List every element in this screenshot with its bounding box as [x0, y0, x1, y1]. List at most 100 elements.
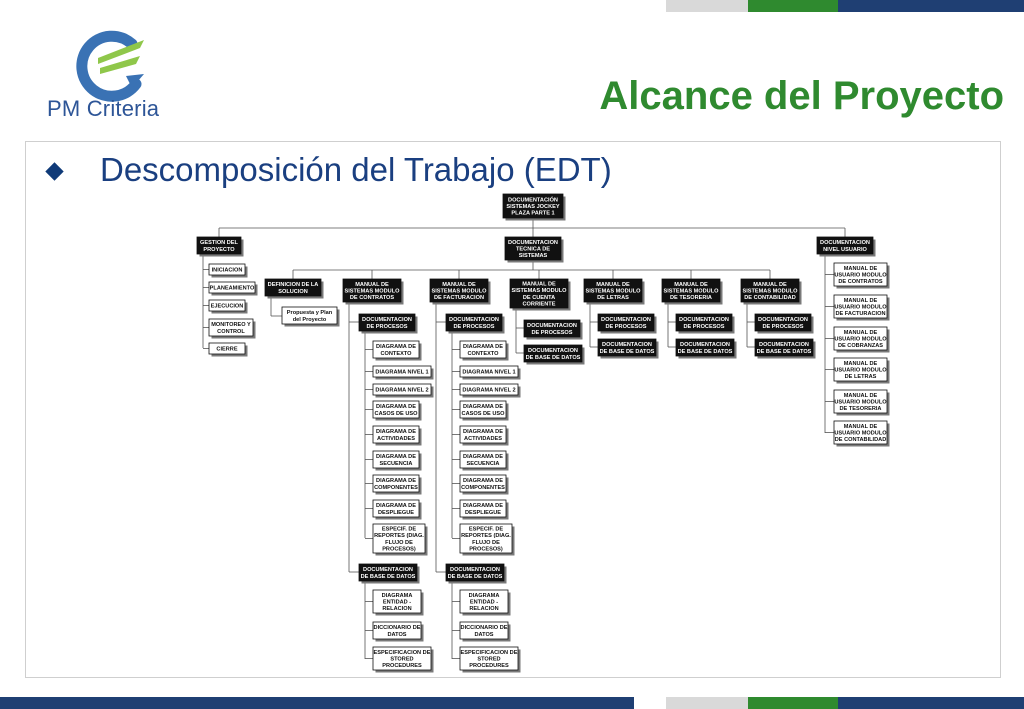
- slide-title: Alcance del Proyecto: [599, 74, 1004, 118]
- wbs-node-label: DE PROCESOS: [453, 324, 494, 330]
- wbs-node-label: CONTROL: [217, 329, 245, 335]
- wbs-node-label: MANUAL DE: [596, 282, 630, 288]
- top-bar-gray: [666, 0, 748, 12]
- wbs-node-label: DOCUMENTACION: [680, 342, 730, 348]
- wbs-node-label: USUARIO MODULO: [834, 305, 887, 311]
- wbs-node-label: DOCUMENTACION: [758, 317, 808, 323]
- wbs-node-label: ESPECIF. DE: [382, 527, 416, 533]
- wbs-procesos-child: DIAGRAMA NIVEL 2: [372, 383, 434, 398]
- wbs-node-label: CONTEXTO: [381, 351, 413, 357]
- top-bar-green: [748, 0, 838, 12]
- wbs-node-label: DIAGRAMA DE: [376, 478, 416, 484]
- wbs-node-label: DIAGRAMA DE: [463, 344, 503, 350]
- wbs-node-label: STORED: [390, 657, 413, 663]
- wbs-node-label: DIAGRAMA NIVEL 1: [462, 370, 515, 376]
- wbs-node-label: DOCUMENTACION: [362, 317, 412, 323]
- wbs-node-label: ESPECIFICACION DE: [461, 650, 518, 656]
- wbs-node-label: COMPONENTES: [374, 485, 418, 491]
- wbs-node-label: SISTEMAS MODULO: [511, 288, 567, 294]
- wbs-node-label: MANUAL DE: [844, 393, 878, 399]
- top-bar-blue: [838, 0, 1024, 12]
- wbs-node-label: CASOS DE USO: [462, 411, 506, 417]
- wbs-node-label: DATOS: [474, 632, 493, 638]
- wbs-node-label: ESPECIF. DE: [469, 527, 503, 533]
- wbs-node-label: DIAGRAMA DE: [376, 503, 416, 509]
- wbs-node-label: SISTEMAS MODULO: [585, 289, 641, 295]
- wbs-node-label: PROYECTO: [203, 247, 235, 253]
- wbs-node-label: FLUJO DE: [472, 540, 500, 546]
- wbs-node-label: DE BASE DE DATOS: [600, 349, 655, 355]
- bullet-subtitle: Descomposición del Trabajo (EDT): [100, 151, 612, 188]
- wbs-node-label: DE BASE DE DATOS: [757, 349, 812, 355]
- wbs-node-label: MANUAL DE: [844, 361, 878, 367]
- wbs-node-label: DE FACTURACION: [835, 311, 885, 317]
- wbs-node-label: DE CONTRATOS: [350, 295, 395, 301]
- wbs-node-label: MANUAL DE: [674, 282, 708, 288]
- wbs-node-label: MANUAL DE: [844, 298, 878, 304]
- wbs-node-label: DE TESORERIA: [670, 295, 712, 301]
- wbs-node-label: CASOS DE USO: [375, 411, 419, 417]
- wbs-node-label: DE BASE DE DATOS: [526, 355, 581, 361]
- wbs-node-label: USUARIO MODULO: [834, 368, 887, 374]
- wbs-node-label: PLANEAMIENTO: [210, 286, 255, 292]
- wbs-node-label: SISTEMAS: [519, 253, 548, 259]
- wbs-node-label: SECUENCIA: [380, 461, 413, 467]
- wbs-node-label: CONTEXTO: [468, 351, 500, 357]
- wbs-procesos-child: DIAGRAMA NIVEL 1: [372, 365, 434, 380]
- wbs-node-label: DOCUMENTACION: [527, 323, 577, 329]
- wbs-node-label: DIAGRAMA DE: [376, 429, 416, 435]
- wbs-node-label: DIAGRAMA DE: [463, 404, 503, 410]
- wbs-node-label: TECNICA DE: [516, 247, 550, 253]
- wbs-node-label: DESPLIEGUE: [465, 510, 501, 516]
- wbs-node-label: MANUAL DE: [442, 282, 476, 288]
- wbs-node-label: CORRIENTE: [523, 301, 556, 307]
- wbs-node-label: DE BASE DE DATOS: [448, 574, 503, 580]
- wbs-node-label: DE TESORERIA: [840, 406, 882, 412]
- wbs-node-label: DIAGRAMA: [382, 593, 413, 599]
- wbs-gestion-child: EJECUCION: [208, 299, 248, 314]
- wbs-node-label: DE BASE DE DATOS: [361, 574, 416, 580]
- wbs-node-label: MANUAL DE: [844, 330, 878, 336]
- wbs-node-label: DIAGRAMA DE: [463, 454, 503, 460]
- wbs-node-label: MANUAL DE: [522, 282, 556, 288]
- wbs-node-label: DATOS: [387, 632, 406, 638]
- wbs-procesos-child: DIAGRAMA NIVEL 2: [459, 383, 521, 398]
- wbs-node-label: DE PROCESOS: [605, 324, 646, 330]
- wbs-node-label: STORED: [477, 657, 500, 663]
- wbs-node-label: DE PROCESOS: [366, 324, 407, 330]
- wbs-node-label: CIERRE: [216, 347, 237, 353]
- pm-criteria-logo-icon: [76, 30, 144, 102]
- wbs-node-label: DOCUMENTACION: [528, 348, 578, 354]
- wbs-node-label: DIAGRAMA DE: [376, 454, 416, 460]
- wbs-node-label: DOCUMENTACION: [363, 567, 413, 573]
- wbs-node-label: ENTIDAD -: [383, 600, 411, 606]
- wbs-gestion-child: PLANEAMIENTO: [208, 281, 258, 296]
- wbs-node-label: GESTION DEL: [200, 240, 238, 246]
- wbs-node-label: DOCUMENTACION: [449, 317, 499, 323]
- wbs-node-label: PROCEDURES: [382, 663, 422, 669]
- wbs-node-label: DE BASE DE DATOS: [678, 349, 733, 355]
- wbs-node-label: DOCUMENTACION: [601, 317, 651, 323]
